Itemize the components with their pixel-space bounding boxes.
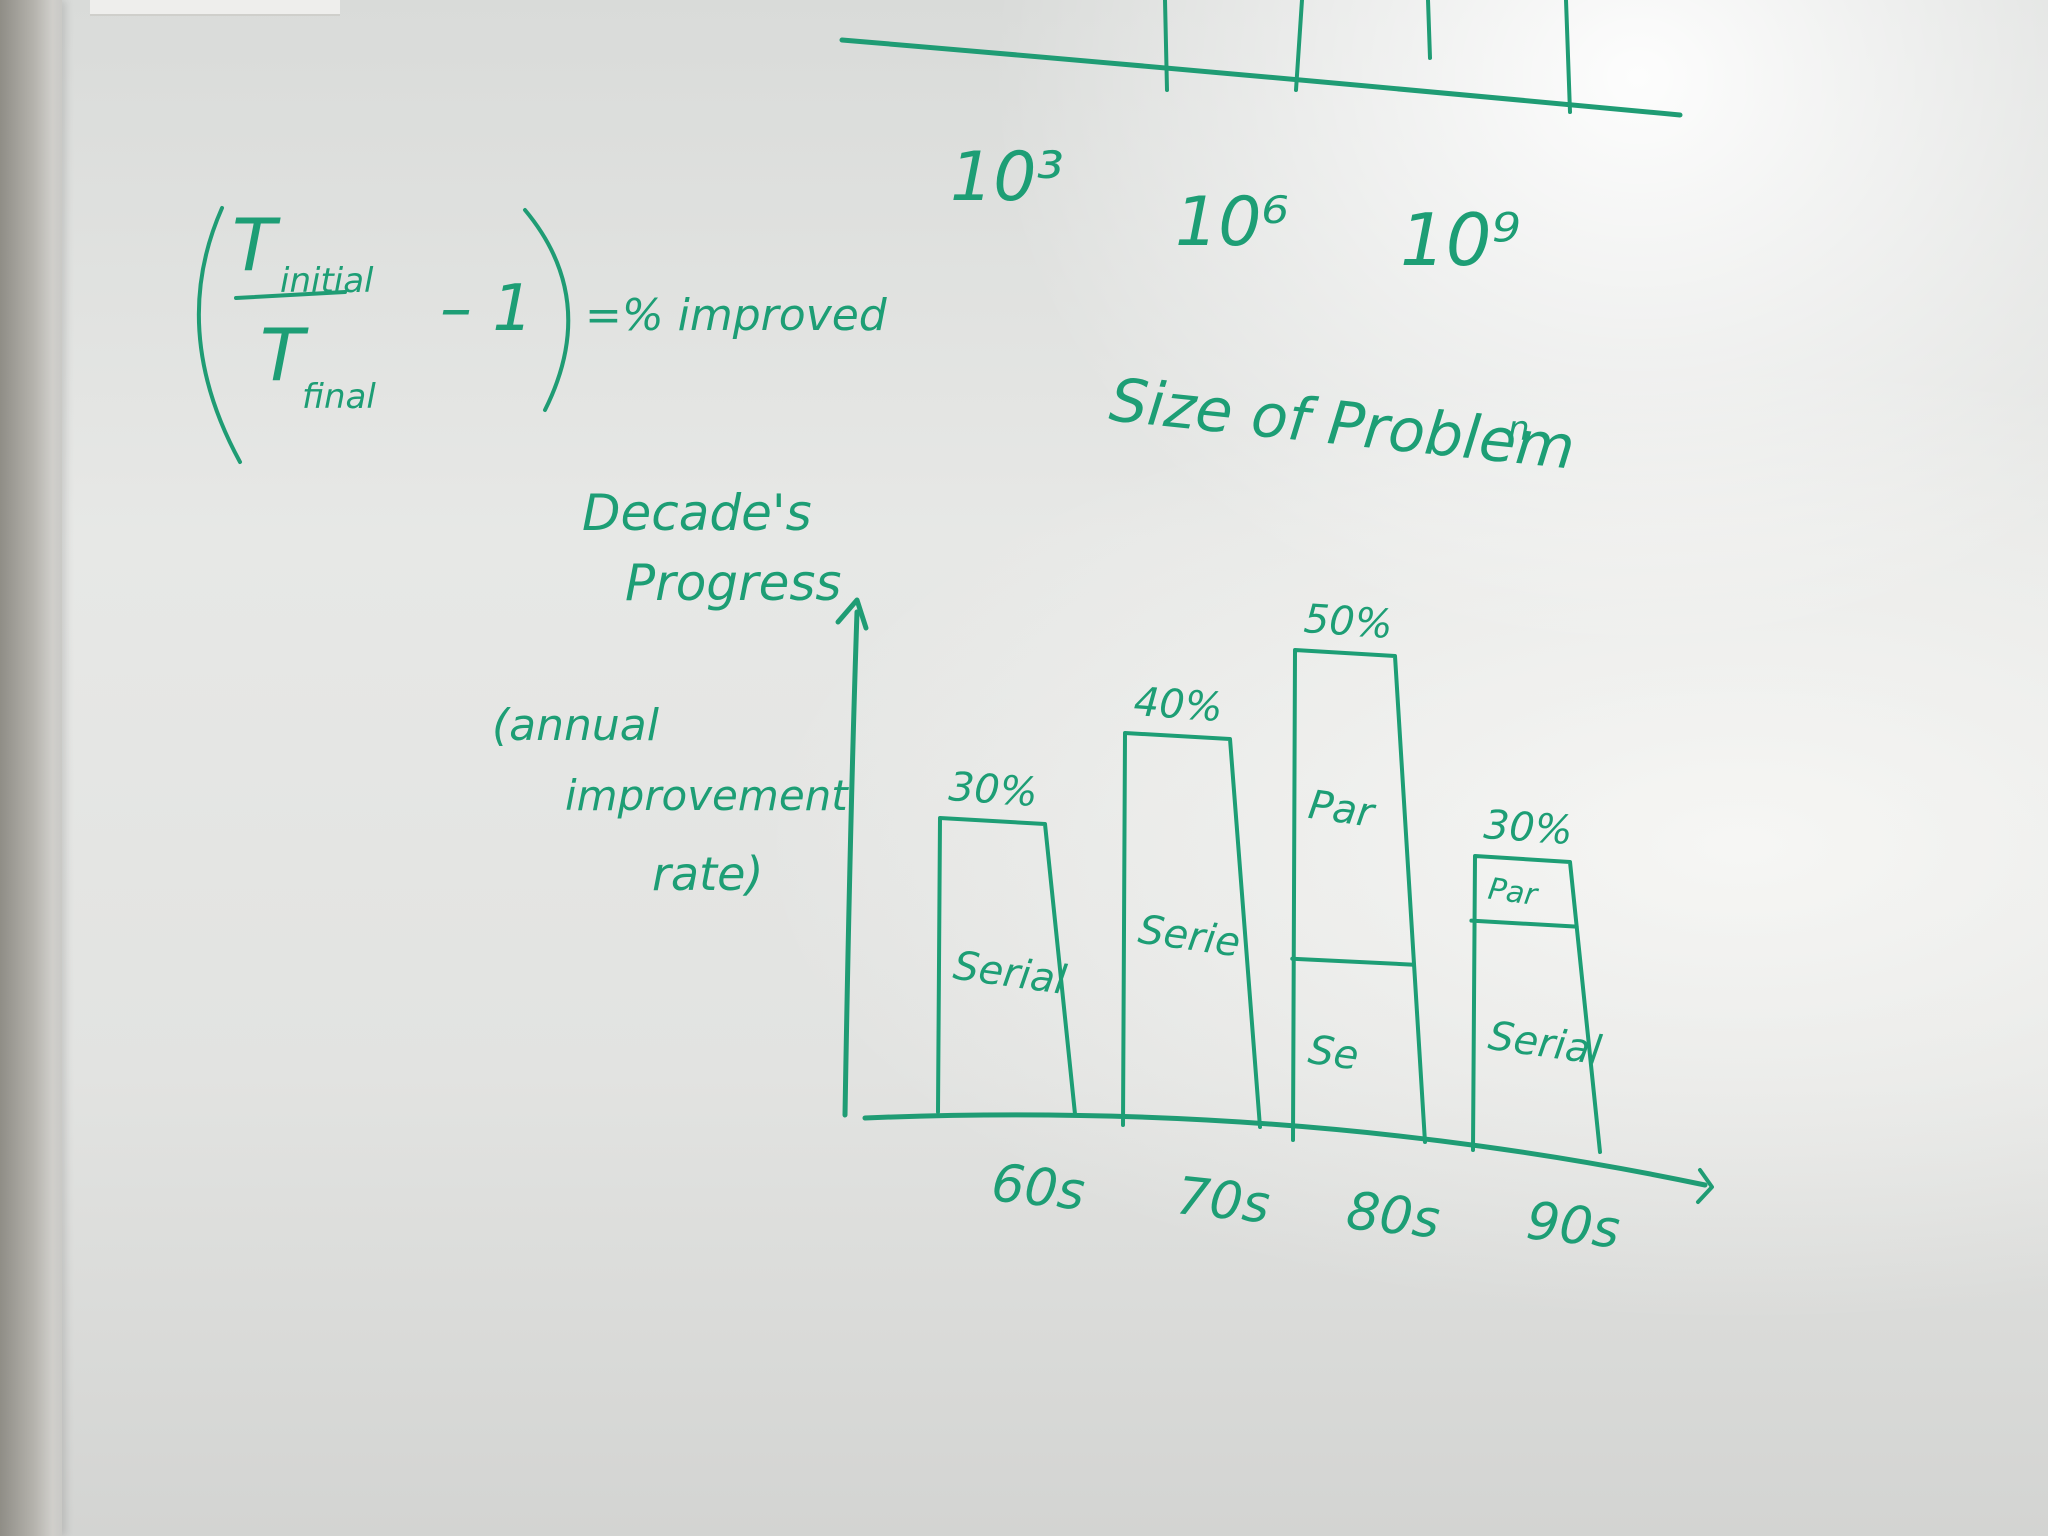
x-axis-line [862, 1112, 1708, 1188]
bar-value-label: 40% [1132, 679, 1224, 731]
bar-segment-label: Par [1306, 782, 1379, 837]
bar-value-label: 30% [1482, 802, 1574, 854]
bar [1121, 731, 1262, 1129]
bar-segment-label: Se [1306, 1027, 1362, 1080]
y-axis-title-line1: Decade's [582, 484, 812, 542]
top-tick-label: 10⁶ [1175, 183, 1289, 262]
improvement-formula: T initial T final – 1 =% improved [196, 203, 888, 464]
marker-tray [90, 0, 340, 16]
y-axis-title-line2: Progress [625, 554, 841, 612]
bar-value-label: 30% [947, 764, 1039, 816]
bar-value-label: 50% [1302, 596, 1394, 648]
y-axis-arrow [835, 597, 869, 631]
segment-divider [1469, 918, 1579, 929]
top-axis-tick [1426, 0, 1432, 60]
bars-layer: Serial30%60sSerie40%70sParSe50%80sParSer… [936, 596, 1623, 1261]
progress-chart: Decade's Progress (annual improvement ra… [492, 484, 1714, 1261]
formula-minus-one: – 1 [440, 272, 533, 346]
x-tick-label: 90s [1524, 1191, 1623, 1260]
y-axis-subtitle-line3: rate) [652, 847, 763, 901]
formula-denominator-symbol: T [260, 313, 309, 397]
top-axis: 10³ 10⁶ 10⁹ Size of Problem n [839, 0, 1683, 484]
formula-denominator-subscript: final [302, 377, 376, 417]
segment-divider [1290, 956, 1416, 967]
formula-result: =% improved [585, 290, 888, 341]
x-tick-label: 80s [1344, 1181, 1443, 1250]
bar [936, 816, 1077, 1116]
top-axis-line [839, 37, 1683, 118]
x-tick-label: 70s [1174, 1166, 1273, 1235]
formula-fraction-bar [234, 290, 347, 300]
y-axis-subtitle-line1: (annual [492, 700, 660, 751]
bar [1471, 854, 1602, 1154]
y-axis-subtitle-line2: improvement [565, 771, 849, 820]
y-axis-line [842, 609, 860, 1118]
bar-segment-label: Serial [951, 943, 1069, 1004]
top-tick-label: 10³ [950, 138, 1064, 217]
bar-segment-label: Par [1486, 872, 1541, 914]
formula-right-paren [523, 208, 571, 412]
formula-numerator-symbol: T [232, 203, 281, 287]
formula-left-paren [196, 206, 242, 464]
x-axis-arrow [1696, 1168, 1714, 1204]
whiteboard-frame [0, 0, 62, 1536]
bar [1291, 648, 1427, 1144]
top-axis-tick [1163, 0, 1169, 92]
top-axis-tick [1564, 0, 1572, 114]
top-tick-label: 10⁹ [1400, 198, 1520, 282]
x-tick-label: 60s [989, 1153, 1088, 1222]
bar-segment-label: Serie [1136, 907, 1244, 967]
top-axis-tick [1294, 0, 1304, 92]
top-axis-trailing-mark: n [1508, 409, 1530, 449]
